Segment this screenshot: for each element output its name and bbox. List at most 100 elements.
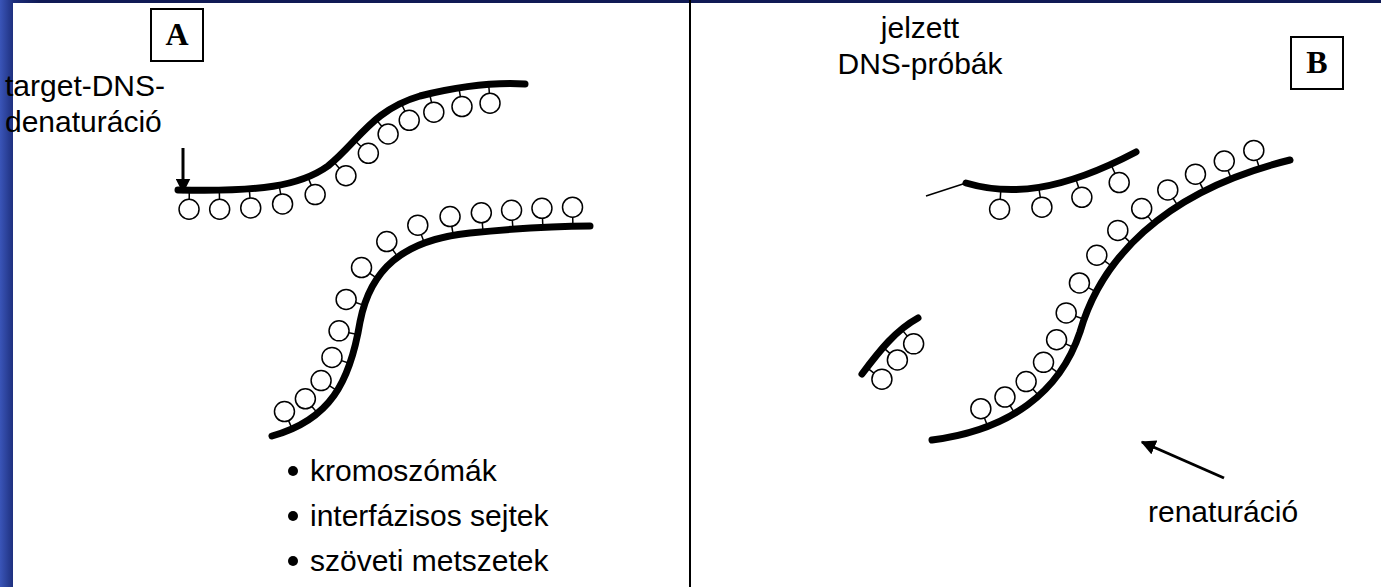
base-circle [274, 402, 294, 422]
base-stem [333, 162, 339, 169]
base-circle [241, 198, 261, 218]
base-circle [336, 166, 356, 186]
base-circle [399, 110, 419, 130]
base-stem [1076, 316, 1084, 319]
base-circle [1185, 164, 1205, 184]
base-stem [1105, 261, 1112, 266]
base-stem [1039, 187, 1041, 197]
base-circle [311, 371, 331, 391]
base-stem [883, 347, 890, 353]
panel-letter: B [1306, 45, 1327, 80]
base-circle [1072, 187, 1092, 207]
base-stem [482, 223, 484, 232]
base-circle [273, 194, 293, 214]
bullet-dot [288, 556, 298, 566]
base-stem [1257, 160, 1260, 169]
base-stem [330, 386, 338, 391]
panel-letter-box: B [1290, 36, 1344, 90]
base-circle [1056, 303, 1076, 323]
base-circle [904, 334, 924, 354]
base-stem [1200, 183, 1204, 191]
base-stem [188, 190, 190, 199]
base-circle [1244, 140, 1264, 160]
bullet-item: kromoszómák [310, 453, 690, 489]
base-stem [349, 333, 358, 335]
base-stem [312, 406, 318, 413]
base-circle [1047, 330, 1067, 350]
base-stem [867, 368, 874, 373]
base-stem [1076, 178, 1079, 187]
base-stem [279, 185, 281, 194]
base-stem [984, 418, 987, 426]
base-circle [358, 143, 378, 163]
base-stem [341, 361, 350, 364]
base-stem [370, 273, 377, 278]
base-stem [1052, 368, 1059, 373]
base-stem [902, 329, 908, 336]
base-stem [1228, 170, 1231, 178]
base-circle [452, 97, 472, 117]
base-stem [1088, 288, 1096, 292]
base-circle [1109, 173, 1129, 193]
base-stem [572, 217, 574, 226]
base-stem [1033, 389, 1039, 396]
base-stem [452, 226, 454, 235]
bullet-item: interfázisos sejtek [310, 498, 690, 534]
base-circle [179, 199, 199, 219]
base-stem [542, 218, 544, 227]
base-circle [424, 102, 444, 122]
base-circle [336, 289, 356, 309]
base-stem [1125, 237, 1131, 243]
base-circle [295, 389, 315, 409]
base-stem [488, 84, 490, 93]
dna-strand [272, 226, 590, 436]
base-circle [563, 197, 583, 217]
base-circle [1069, 273, 1089, 293]
base-circle [995, 387, 1015, 407]
base-circle [305, 185, 325, 205]
base-circle [1032, 197, 1052, 217]
base-circle [1108, 220, 1128, 240]
base-stem [401, 103, 405, 111]
base-circle [378, 124, 398, 144]
panel-letter-box: A [150, 8, 204, 62]
divider-line [689, 0, 691, 587]
base-circle [471, 203, 491, 223]
base-stem [459, 88, 460, 97]
base-stem [289, 421, 293, 429]
dna-strands [178, 84, 1290, 441]
base-stem [355, 140, 362, 146]
bullet-dot [288, 466, 298, 476]
base-stem [1010, 406, 1015, 414]
base-circle [971, 399, 991, 419]
base-stem [512, 220, 514, 229]
base-stem [376, 119, 382, 126]
base-stem [430, 94, 432, 103]
base-stem [1066, 344, 1074, 348]
base-circle [352, 258, 372, 278]
pointer-arrow [1142, 442, 1224, 478]
base-stem [219, 190, 221, 199]
base-stem [1148, 216, 1154, 223]
base-stem [999, 189, 1001, 199]
bullet-dot [288, 511, 298, 521]
base-circle [990, 199, 1010, 219]
base-circle [1034, 352, 1054, 372]
base-circle [532, 198, 552, 218]
dna-strand [932, 160, 1290, 440]
base-circle [502, 200, 522, 220]
panel-letter: A [165, 17, 188, 52]
probe-label: jelzett DNS-próbák [820, 10, 1020, 82]
step-label: renaturáció [1148, 494, 1373, 530]
base-circle [322, 347, 342, 367]
base-circle [408, 215, 428, 235]
base-stem [356, 303, 365, 306]
base-circle [872, 369, 892, 389]
base-circle [377, 232, 397, 252]
base-stem [1173, 198, 1178, 206]
dna-bases [179, 84, 1264, 429]
base-stem [1111, 164, 1115, 173]
base-stem [249, 189, 251, 198]
base-circle [210, 199, 230, 219]
